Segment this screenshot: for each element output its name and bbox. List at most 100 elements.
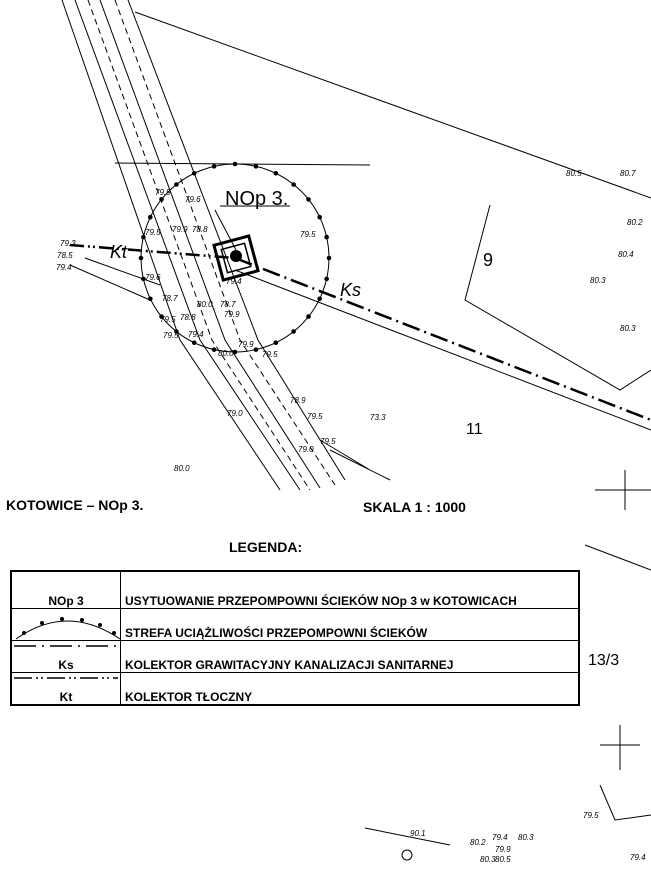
spot-height: 80.0: [174, 464, 190, 473]
spot-height: 78.9: [290, 396, 306, 405]
zone-dot: [273, 340, 279, 345]
spot-height: 79.6: [145, 273, 161, 282]
spot-height: 80.4: [618, 250, 634, 259]
ks-line-symbol-icon: [14, 644, 118, 647]
zone-dot: [291, 182, 296, 187]
road-centerline: [114, 0, 336, 486]
parcel-13-3: 13/3: [588, 652, 619, 669]
spot-height: 79.0: [227, 409, 243, 418]
spot-height: 80.0: [197, 300, 213, 309]
zone-dot: [211, 347, 217, 352]
spot-height: 79.4: [56, 263, 72, 272]
spot-heights: 79.3 78.5 79.4 79.9 79.6 79.5 79.9 78.8 …: [56, 169, 646, 864]
survey-point-icon: [401, 849, 413, 861]
map-caption-location: KOTOWICE – NOp 3.: [6, 497, 144, 513]
legend-symbol-station: NOp 3: [48, 593, 84, 608]
road-edge: [69, 257, 161, 301]
legend-text: KOLEKTOR TŁOCZNY: [120, 671, 580, 705]
zone-dot: [324, 276, 329, 282]
ks-collector-line: [234, 256, 651, 422]
spot-height: 79.3: [60, 239, 76, 248]
ditch-line: [319, 439, 391, 481]
ks-label: Ks: [340, 280, 361, 300]
zone-dot: [159, 197, 164, 202]
spot-height: 79.9: [238, 340, 254, 349]
parcel-9: 9: [483, 250, 493, 270]
spot-height: 78.8: [192, 225, 208, 234]
legend-text: USYTUOWANIE PRZEPOMPOWNI ŚCIEKÓW NOp 3 w…: [120, 570, 580, 609]
spot-height: 73.3: [370, 413, 386, 422]
spot-height: 79.5: [300, 230, 316, 239]
zone-dot: [253, 164, 259, 169]
spot-height: 79.5: [307, 412, 323, 421]
zone-dot: [191, 171, 197, 176]
spot-height: 78.7: [162, 294, 178, 303]
parcel-boundary: [134, 11, 651, 199]
spot-height: 79.9: [172, 225, 188, 234]
road-edge: [61, 0, 281, 491]
spot-height: 80.3: [590, 276, 606, 285]
zone-dot: [232, 349, 238, 355]
spot-height: 80.7: [620, 169, 636, 178]
zone-dot: [326, 255, 332, 261]
spot-height: 78.5: [57, 251, 73, 260]
spot-height: 79.5: [262, 350, 278, 359]
legend-table: NOp 3 USYTUOWANIE PRZEPOMPOWNI ŚCIEKÓW N…: [10, 570, 580, 706]
legend-row: NOp 3 USYTUOWANIE PRZEPOMPOWNI ŚCIEKÓW N…: [10, 570, 580, 609]
spot-height: 79.0: [298, 445, 314, 454]
zone-dot: [232, 161, 238, 167]
station-pump-icon: [230, 250, 242, 262]
road-edge: [74, 0, 301, 491]
spot-height: 79.4: [630, 853, 646, 862]
zone-dot: [138, 255, 144, 261]
station-leader-line: [214, 205, 290, 251]
zone-dot: [148, 296, 153, 302]
zone-arc-symbol-icon: [15, 616, 121, 639]
zone-dot: [317, 214, 322, 220]
spot-height: 80.3: [480, 855, 496, 864]
zone-dot: [291, 329, 296, 334]
kt-line-symbol-icon: [14, 676, 118, 679]
zone-dot: [306, 314, 311, 319]
spot-height: 80.3: [620, 324, 636, 333]
parcel-11: 11: [466, 421, 483, 438]
road-edge: [99, 0, 321, 489]
zone-dot: [253, 347, 259, 352]
spot-height: 90.1: [410, 829, 426, 838]
legend-text: STREFA UCIĄŻLIWOŚCI PRZEPOMPOWNI ŚCIEKÓW: [120, 607, 580, 641]
road-centerline: [87, 0, 311, 491]
spot-height: 80.2: [627, 218, 643, 227]
spot-height: 79.5: [583, 811, 599, 820]
spot-height: 80.2: [470, 838, 486, 847]
legend-row: STREFA UCIĄŻLIWOŚCI PRZEPOMPOWNI ŚCIEKÓW: [10, 607, 580, 641]
legend-text: KOLEKTOR GRAWITACYJNY KANALIZACJI SANITA…: [120, 639, 580, 673]
legend-row: Ks KOLEKTOR GRAWITACYJNY KANALIZACJI SAN…: [10, 639, 580, 673]
station-label: NOp 3.: [225, 188, 288, 210]
spot-height: 79.9: [155, 188, 171, 197]
spot-height: 79.9: [495, 845, 511, 854]
spot-height: 79.4: [226, 277, 242, 286]
legend-row: Kt KOLEKTOR TŁOCZNY: [10, 671, 580, 705]
spot-height: 79.5: [320, 437, 336, 446]
spot-height: 80.3: [518, 833, 534, 842]
spot-height: 79.4: [492, 833, 508, 842]
zone-dot: [174, 329, 179, 334]
zone-dot: [273, 171, 279, 176]
kt-label: Kt: [110, 242, 128, 262]
zone-dot: [141, 234, 146, 240]
spot-height: 78.8: [180, 313, 196, 322]
zone-dot: [141, 276, 146, 282]
map-feature-line: [364, 470, 651, 846]
spot-height: 79.5: [160, 315, 176, 324]
spot-height: 79.5: [163, 331, 179, 340]
zone-dot: [191, 340, 197, 345]
spot-height: 80.0: [218, 349, 234, 358]
legend-symbol-kt: Kt: [59, 689, 73, 704]
zone-dot: [324, 234, 329, 240]
legend-title: LEGENDA:: [229, 539, 303, 555]
spot-height: 80.5: [566, 169, 582, 178]
road-edge: [234, 269, 651, 431]
spot-height: 80.5: [495, 855, 511, 864]
legend-symbol-ks: Ks: [58, 657, 74, 672]
